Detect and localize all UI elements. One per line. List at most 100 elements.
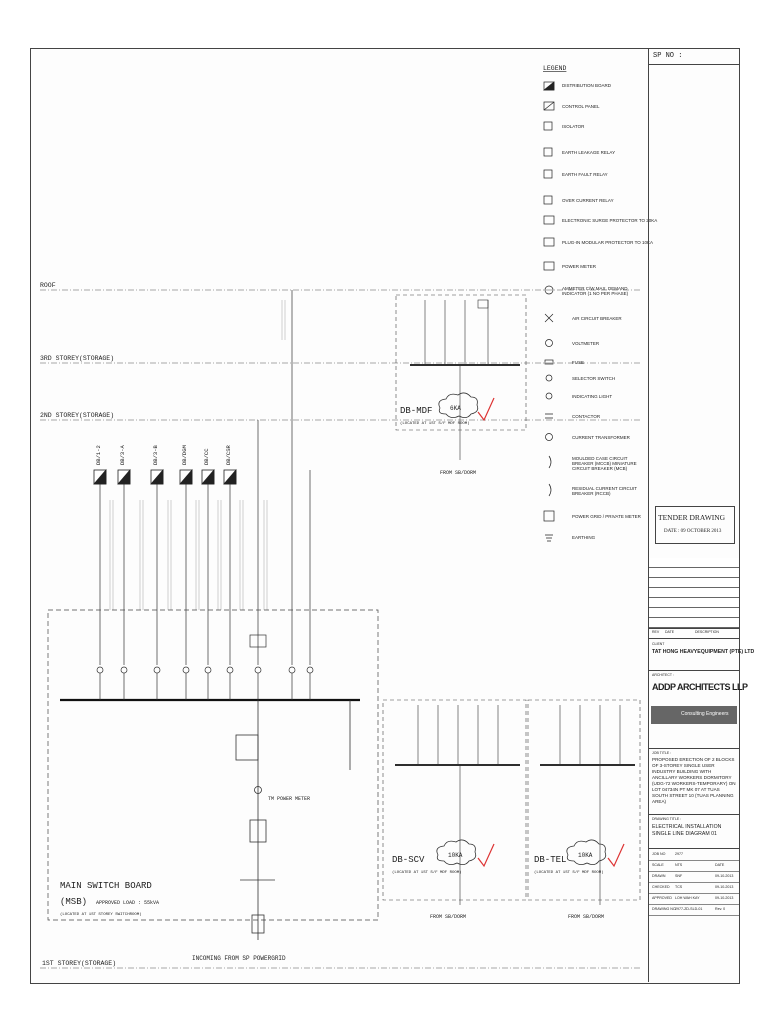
date-header: DATE [665, 630, 675, 634]
floor-label-3rd: 3RD STOREY(STORAGE) [40, 355, 114, 362]
legend-item: VOLTMETER [572, 341, 600, 346]
db-tel-enclosure [527, 699, 641, 901]
info-cell: 09-10-2013 [715, 885, 734, 889]
client-name: TAT HONG HEAVYEQUIPMENT (PTE) LTD [652, 649, 755, 655]
job-title: PROPOSED ERECTION OF 2 BLOCKS OF 3-STORE… [652, 757, 736, 804]
legend-item: EARTH LEAKAGE RELAY [562, 150, 616, 155]
db-tel-tick-icon [607, 843, 625, 868]
db-symbol-6 [223, 468, 237, 485]
legend-item: AMMETER C/W MAX. DEMAND INDICATOR (1 NO … [562, 286, 629, 296]
info-cell: DRAWING NO [652, 907, 676, 911]
legend-db-icon [543, 81, 555, 91]
db-scv-enclosure [382, 699, 527, 901]
legend-meter-icon [543, 261, 555, 271]
db-tel-location: (LOCATED AT 1ST S/F MDF ROOM) [534, 870, 604, 875]
desc-header: DESCRIPTION [695, 630, 719, 634]
riser-label-4: DB/DGM [181, 445, 188, 465]
db-tel-name: DB-TEL [534, 855, 566, 865]
info-cell: DATE [715, 863, 725, 867]
legend-item: MOULDED CASE CIRCUIT BREAKER (MCCB) MINI… [572, 456, 637, 471]
legend-symbols [543, 81, 555, 542]
info-cell: 09-10-2013 [715, 874, 734, 878]
db-tel-cloud [566, 839, 607, 865]
floor-label-roof: ROOF [40, 282, 56, 289]
db-scv-cloud [436, 839, 477, 865]
legend-voltmeter-icon [545, 339, 553, 347]
info-cell: LOH WAH KAY [675, 896, 700, 900]
legend-cp-icon [543, 101, 555, 111]
legend-esp-icon [543, 215, 555, 225]
rev-header: REV [652, 630, 660, 634]
power-meter-label: TM POWER METER [268, 796, 310, 802]
legend-contactor-icon [545, 413, 553, 419]
msb-location: (LOCATED AT 1ST STOREY SWITCHROOM) [60, 912, 142, 917]
legend-item: RESIDUAL CURRENT CIRCUIT BREAKER (RCCB) [572, 486, 637, 496]
db-scv-cloud-label: 10KA [448, 852, 463, 859]
tender-title: TENDER DRAWING [658, 513, 726, 522]
architect-logo: ADDP ARCHITECTS LLP [652, 682, 748, 692]
consultant-name: Consulting Engineers [681, 711, 729, 717]
legend-acb-icon [544, 313, 554, 323]
job-label: JOB TITLE : [652, 751, 672, 755]
info-cell: JOB NO [652, 852, 666, 856]
legend-title: LEGEND [543, 65, 567, 72]
info-cell: APPROVED [652, 896, 672, 900]
legend-rccb-icon [548, 483, 552, 497]
legend-earth-icon [545, 534, 553, 542]
legend-item: INDICATING LIGHT [572, 394, 613, 399]
info-cell: 2977-ZD-SLD-01 [675, 907, 703, 911]
info-cell: NTS [675, 863, 683, 867]
legend-item: EARTH FAULT RELAY [562, 172, 608, 177]
db-scv-name: DB-SCV [392, 855, 425, 865]
legend-item: PLUG-IN MODULAR PROTECTOR TO 10KA [562, 240, 654, 245]
tender-date: DATE : 09 OCTOBER 2013 [664, 529, 722, 534]
legend-item: DISTRIBUTION BOARD [562, 83, 612, 88]
msb-abbr: (MSB) [60, 897, 87, 907]
legend-elr-icon [543, 147, 553, 157]
db-mdf-enclosure [395, 294, 527, 431]
db-scv-from: FROM SB/DORM [430, 914, 466, 920]
riser-label-1: DB/1-2 [95, 445, 102, 465]
info-cell: SCALE [652, 863, 664, 867]
legend-item: EARTHING [572, 535, 596, 540]
db-symbol-1 [93, 468, 107, 485]
title-block: SP NO : TENDER DRAWING DATE : 09 OCTOBER… [648, 48, 754, 982]
legend-item: SELECTOR SWITCH [572, 376, 616, 381]
db-mdf-cloud-label: 6KA [450, 405, 461, 412]
legend-item: ELECTRONIC SURGE PROTECTOR TO 20KA [562, 218, 658, 223]
legend-ct-icon [545, 433, 553, 441]
legend-mccb-icon [548, 455, 552, 469]
architect-label: ARCHITECT : [652, 673, 674, 677]
tender-stamp: TENDER DRAWING DATE : 09 OCTOBER 2013 [655, 506, 735, 544]
msb-incoming: INCOMING FROM SP POWERGRID [192, 955, 286, 962]
legend-pmp-icon [543, 237, 555, 247]
legend-ocr-icon [543, 195, 553, 205]
drawing-title: ELECTRICAL INSTALLATION SINGLE LINE DIAG… [652, 824, 722, 837]
legend-item: FUSE [572, 360, 585, 365]
revision-rows [649, 558, 739, 628]
info-cell: SNF [675, 874, 683, 878]
db-symbol-5 [201, 468, 215, 485]
legend-item: CONTACTOR [572, 414, 601, 419]
consultant-banner: Consulting Engineers [651, 706, 737, 724]
db-symbol-3 [150, 468, 164, 485]
sp-number: SP NO : [653, 52, 683, 60]
msb-load: APPROVED LOAD : 55kVA [96, 900, 159, 906]
drawing-sheet [30, 48, 740, 984]
legend-efr-icon [543, 169, 553, 179]
db-scv-location: (LOCATED AT 1ST S/F MDF ROOM) [392, 870, 462, 875]
info-cell: Rev. 0 [715, 907, 726, 911]
legend-item: OVER CURRENT RELAY [562, 198, 614, 203]
legend-item: AIR CIRCUIT BREAKER [572, 316, 622, 321]
msb-title: MAIN SWITCH BOARD [60, 881, 152, 891]
floor-label-2nd: 2ND STOREY(STORAGE) [40, 412, 114, 419]
legend-indicating-light-icon [545, 392, 553, 400]
info-cell: CHECKED [652, 885, 670, 889]
legend-item: ISOLATOR [562, 124, 585, 129]
db-symbol-4 [179, 468, 193, 485]
legend-ammeter-icon [544, 285, 554, 295]
drawing-label: DRAWING TITLE : [652, 817, 682, 821]
floor-label-1st: 1ST STOREY(STORAGE) [42, 960, 116, 967]
riser-label-2: DB/3-A [119, 444, 126, 465]
